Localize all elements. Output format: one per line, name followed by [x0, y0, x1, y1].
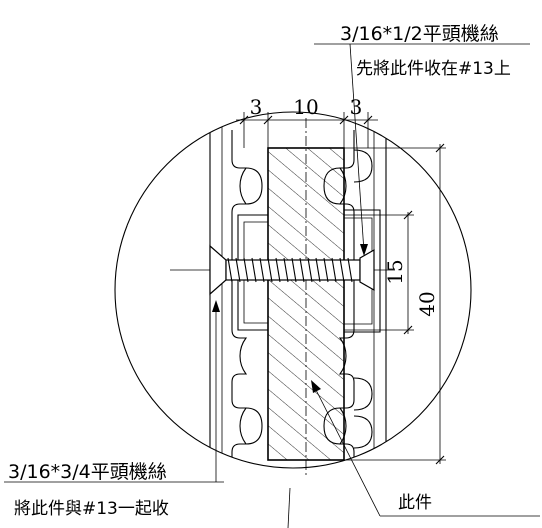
left-channel-lobe-top — [245, 167, 263, 205]
screw-threads — [227, 257, 353, 283]
screw-head-right — [359, 248, 375, 292]
right-upper-lobe — [353, 149, 373, 183]
dim-40-tick-top — [435, 143, 445, 153]
part-callout-leader — [313, 385, 381, 517]
dim-15-tick-bottom — [403, 325, 413, 335]
top-callout-leader — [349, 43, 365, 253]
left-channel-profile — [231, 130, 248, 468]
left-screw-spec: 3/16*3/4平頭機絲 — [8, 461, 167, 483]
left-callout-arrow — [212, 300, 220, 312]
dim-inner-height: 15 — [383, 259, 407, 284]
dim-left-gap: 3 — [250, 95, 263, 119]
top-callout-arrow — [360, 244, 368, 256]
right-channel-outer — [344, 209, 381, 333]
part-callout-arrow — [311, 380, 321, 393]
detail-circle — [114, 111, 472, 469]
dim-center-width: 10 — [293, 95, 318, 119]
left-screw-note: 將此件與#13一起收 — [14, 499, 169, 519]
right-lower-lobe-2 — [353, 415, 373, 449]
dim-total-height: 40 — [415, 291, 439, 316]
dim-40-tick-bottom — [435, 455, 445, 465]
top-screw-spec: 3/16*1/2平頭機絲 — [340, 23, 499, 45]
part-label: 此件 — [398, 493, 432, 513]
left-channel-lobe-bottom — [245, 407, 263, 445]
dim-15-tick-top — [403, 210, 413, 220]
bottom-leader — [287, 487, 291, 528]
screw-head — [209, 244, 227, 296]
dim-right-gap: 3 — [350, 95, 363, 119]
top-dim-ticks — [239, 115, 373, 125]
right-lower-lobe-1 — [353, 377, 373, 411]
right-channel-profile — [338, 130, 355, 468]
top-screw-note: 先將此件收在#13上 — [356, 59, 511, 79]
